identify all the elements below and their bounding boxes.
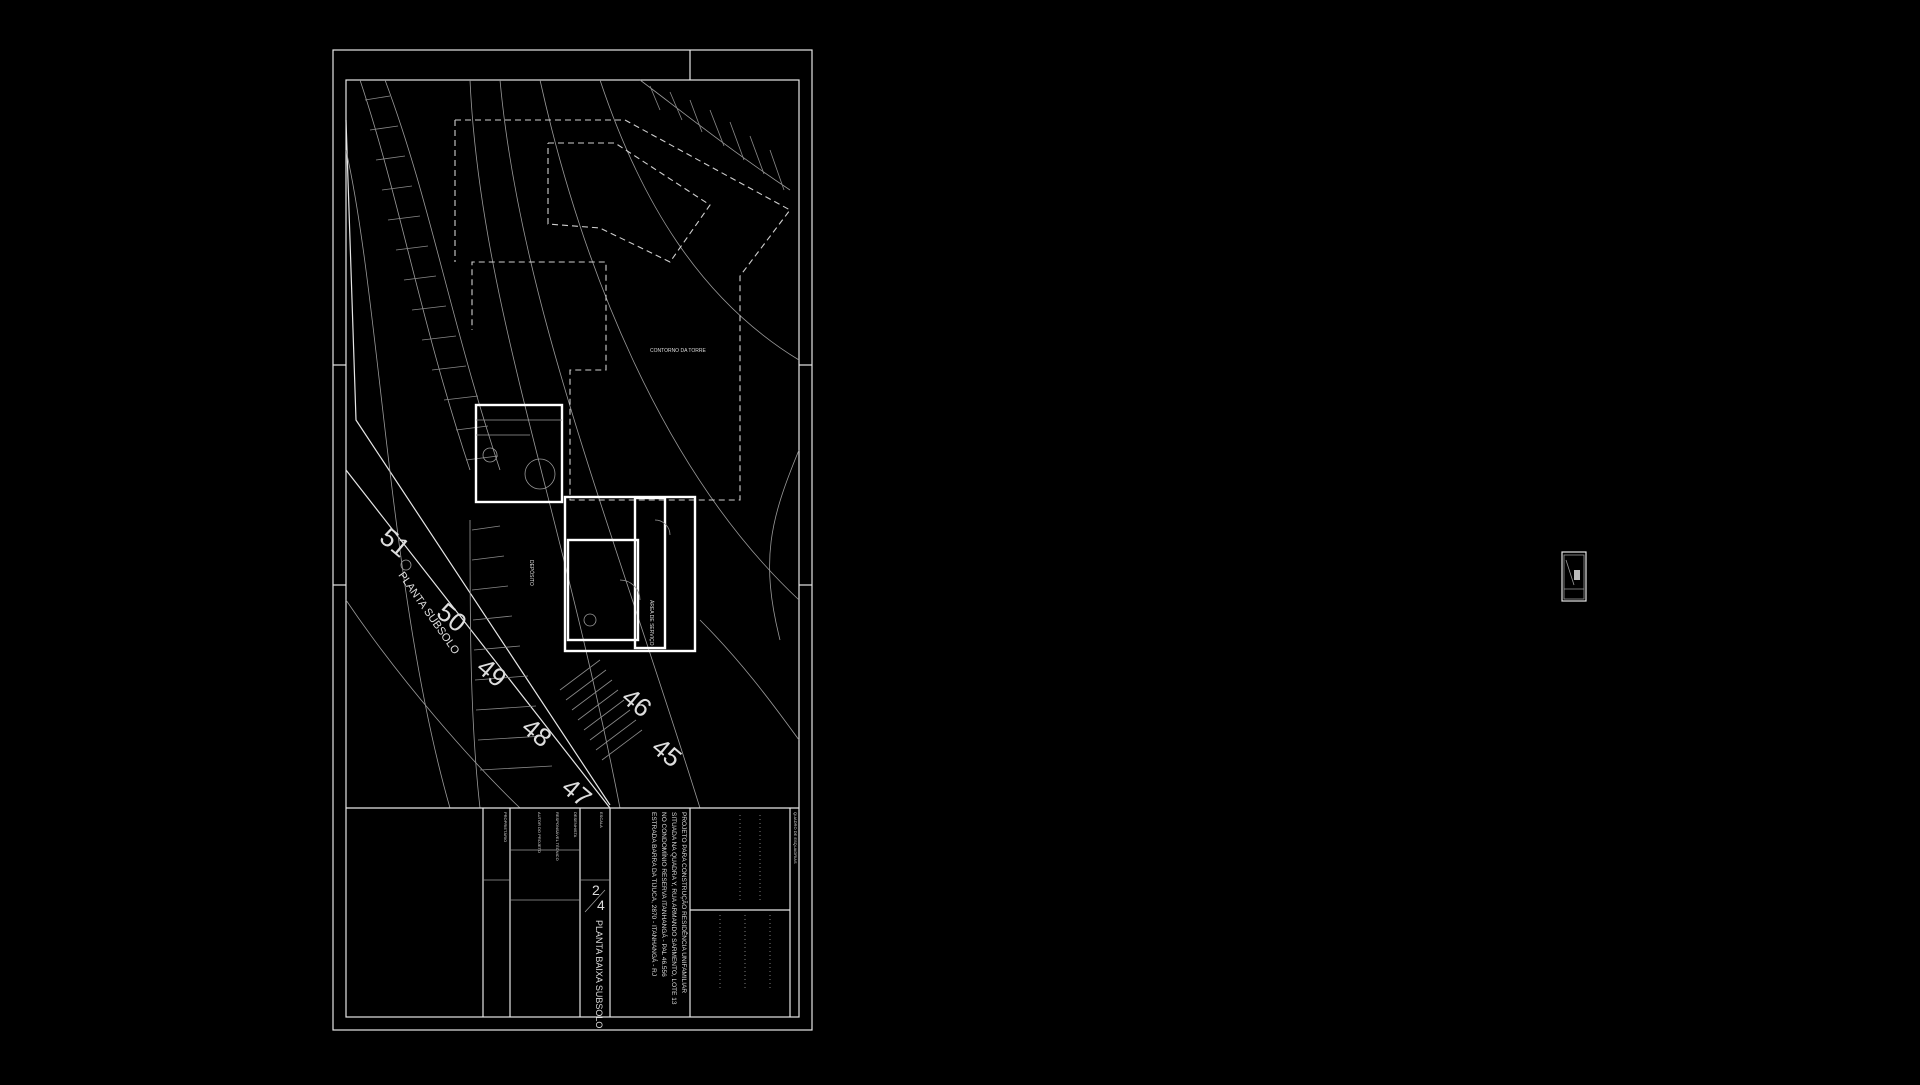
stamp-label: PROPRIETÁRIO (503, 812, 508, 842)
sheet-inner-border (345, 79, 800, 1018)
building-footprint (454, 119, 791, 501)
sheet-total: 4 (597, 897, 605, 913)
stamp-label: RESPONSÁVEL TÉCNICO (555, 812, 560, 861)
contour-label: 48 (516, 712, 557, 754)
project-line: PROJETO PARA CONSTRUÇÃO RESIDÊNCIA UNIFA… (680, 812, 689, 993)
sheet-title: PLANTA BAIXA SUBSOLO (594, 920, 604, 1028)
section-marker (400, 559, 412, 571)
project-line: SITUADA NA QUADRA Y, RUA ARMANDO SARMENT… (670, 812, 677, 1005)
contour-label: 45 (646, 732, 687, 774)
title-block (346, 807, 799, 1017)
sheet-number: 2 (592, 882, 600, 898)
contour-label: 47 (556, 772, 597, 814)
stamp-label: AUTOR DO PROJETO (537, 812, 542, 853)
project-description: PROJETO PARA CONSTRUÇÃO RESIDÊNCIA UNIFA… (650, 812, 689, 1005)
room-label-storage: DEPÓSITO (528, 560, 535, 586)
table-title: QUADRO DE ESQUADRIAS (793, 812, 798, 864)
contour-label: 46 (616, 682, 657, 724)
footprint-label: CONTORNO DA TORRE (650, 348, 707, 354)
sheet-thumbnail[interactable] (1561, 551, 1587, 602)
window-schedule (719, 815, 771, 990)
stamp-label: DESENHISTA (573, 812, 578, 838)
stamp-label: ESCALA (599, 812, 604, 828)
contour-label: 49 (471, 652, 512, 694)
stamp-labels: ESCALA DESENHISTA RESPONSÁVEL TÉCNICO AU… (503, 812, 604, 861)
site-plan (345, 79, 800, 809)
contour-label: 51 (374, 522, 415, 564)
project-line: NO CONDOMÍNIO RESERVA ITANHANGÁ - PAL 46… (660, 812, 669, 977)
project-line: ESTRADA BARRA DA TIJUCA, 2870 - ITANHANG… (650, 812, 659, 976)
sheet-outer-border (332, 49, 813, 1031)
room-label-service: ÁREA DE SERVIÇO (648, 600, 655, 646)
basement-rooms (474, 403, 697, 653)
